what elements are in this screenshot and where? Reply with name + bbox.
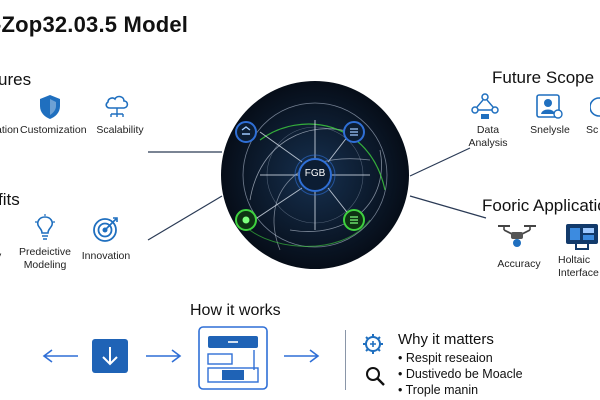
user-profile-icon (534, 92, 564, 120)
list-item: Trople manin (398, 382, 523, 398)
connector-right-top (409, 147, 471, 177)
connector-left-bottom (147, 195, 223, 241)
applications-heading: Fooric Applicatio (482, 196, 600, 215)
connector-right-bottom (409, 195, 487, 219)
feature-label-scalability: Scalability (96, 124, 144, 136)
benefit-label-predictive-modeling: Predeictive Modeling (19, 246, 71, 271)
future-label-2: Snelysle (530, 124, 570, 136)
application-label-accuracy: Accuracy (497, 258, 541, 270)
page-title: -Zop32.03.5 Model (0, 12, 189, 37)
how-it-works-flow (42, 349, 320, 363)
why-it-matters-heading: Why it matters (398, 331, 494, 348)
cloud-network-icon (103, 94, 131, 120)
node-top-left (235, 121, 257, 143)
list-item: Dustivedo be Moacle (398, 366, 523, 382)
process-panel-icon (198, 326, 268, 390)
application-label-holtaic-interface: Holtaic Interface (558, 254, 599, 279)
interface-panel-icon (564, 220, 600, 252)
how-it-works-heading: How it works (190, 302, 281, 319)
download-box-icon (91, 338, 129, 374)
partial-icon-right (590, 94, 600, 120)
features-heading: ures (0, 70, 32, 89)
center-node-label: FGB (304, 168, 326, 179)
network-nodes-icon (470, 92, 500, 120)
why-it-matters-list: Respit reseaion Dustivedo be Moacle Trop… (398, 350, 523, 398)
search-icon (364, 365, 386, 387)
list-item: Respit reseaion (398, 350, 523, 366)
arrow-right-2 (284, 349, 320, 363)
benefit-label-innovation: Innovation (81, 250, 131, 262)
benefits-heading: fits (0, 190, 20, 209)
shield-icon (38, 94, 62, 120)
gear-plus-icon (362, 333, 384, 355)
future-scope-heading: Future Scope (492, 68, 595, 87)
target-icon (92, 215, 120, 243)
future-label-3: Sc (586, 124, 599, 136)
section-divider (345, 330, 346, 390)
central-model-diagram (220, 80, 410, 270)
arrow-right-1 (146, 349, 182, 363)
feature-label-customization: Customization (20, 124, 87, 136)
feature-label-1: ation (0, 124, 19, 136)
benefit-label-1: y (0, 250, 1, 263)
future-label-data-analysis: Data Analysis (468, 124, 508, 149)
lightbulb-icon (34, 214, 56, 242)
arrow-left (42, 349, 78, 363)
drone-icon (496, 222, 538, 250)
